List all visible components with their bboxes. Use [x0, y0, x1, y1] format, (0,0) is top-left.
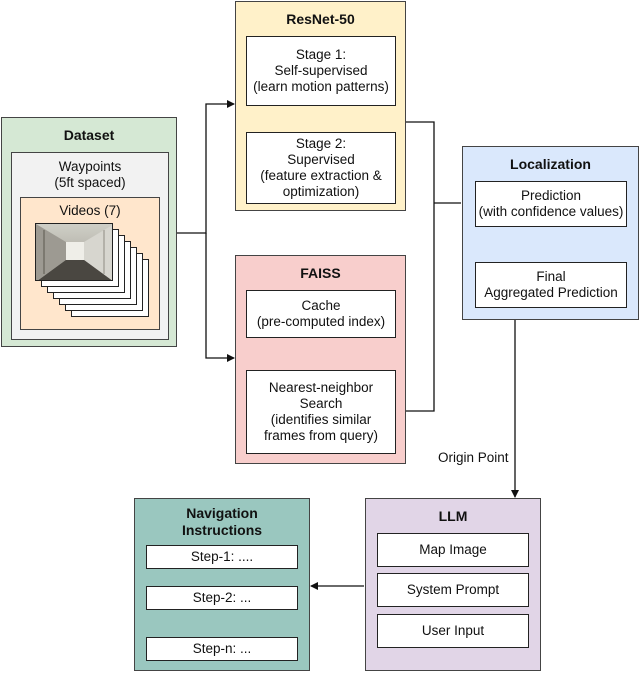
- faiss-title: FAISS: [300, 265, 341, 281]
- resnet-stage2-box: Stage 2: Supervised (feature extraction …: [246, 132, 396, 204]
- localization-prediction-box: Prediction (with confidence values): [475, 181, 627, 227]
- dataset-to-faiss-arrow: [205, 233, 235, 362]
- nav-step-2-box: Step-2: ...: [146, 586, 298, 610]
- llm-user-input-box: User Input: [377, 614, 529, 648]
- faiss-cache-box: Cache (pre-computed index): [246, 290, 396, 338]
- faiss-search-box: Nearest-neighbor Search (identifies simi…: [246, 370, 396, 454]
- llm-system-prompt-box: System Prompt: [377, 573, 529, 607]
- navigation-panel: Navigation Instructions Step-1: .... Ste…: [134, 498, 310, 671]
- videos-label: Videos (7): [59, 203, 121, 218]
- hallway-video-frames-icon: [35, 223, 155, 321]
- navigation-title: Navigation Instructions: [181, 505, 263, 538]
- resnet-title: ResNet-50: [286, 11, 355, 27]
- dataset-to-resnet-arrow: [176, 100, 235, 234]
- resnet-panel: ResNet-50 Stage 1: Self-supervised (lear…: [235, 1, 406, 211]
- faiss-panel: FAISS Cache (pre-computed index) Nearest…: [235, 255, 406, 464]
- waypoints-box: Waypoints (5ft spaced) Videos (7): [11, 152, 169, 340]
- waypoints-label: Waypoints (5ft spaced): [54, 159, 126, 190]
- llm-panel: LLM Map Image System Prompt User Input: [365, 498, 541, 671]
- nav-step-n-box: Step-n: ...: [146, 637, 298, 661]
- dataset-title: Dataset: [63, 127, 115, 143]
- dataset-panel: Dataset Waypoints (5ft spaced) Videos (7…: [1, 117, 177, 347]
- origin-point-label: Origin Point: [438, 450, 509, 465]
- llm-map-image-box: Map Image: [377, 533, 529, 567]
- resnet-stage1-box: Stage 1: Self-supervised (learn motion p…: [246, 36, 396, 106]
- localization-final-box: Final Aggregated Prediction: [475, 262, 627, 308]
- videos-box: Videos (7): [20, 197, 160, 330]
- llm-title: LLM: [438, 508, 468, 524]
- localization-title: Localization: [510, 156, 591, 172]
- resnet-to-localization-line: [404, 121, 435, 412]
- localization-panel: Localization Prediction (with confidence…: [462, 146, 639, 320]
- nav-step-1-box: Step-1: ....: [146, 545, 298, 569]
